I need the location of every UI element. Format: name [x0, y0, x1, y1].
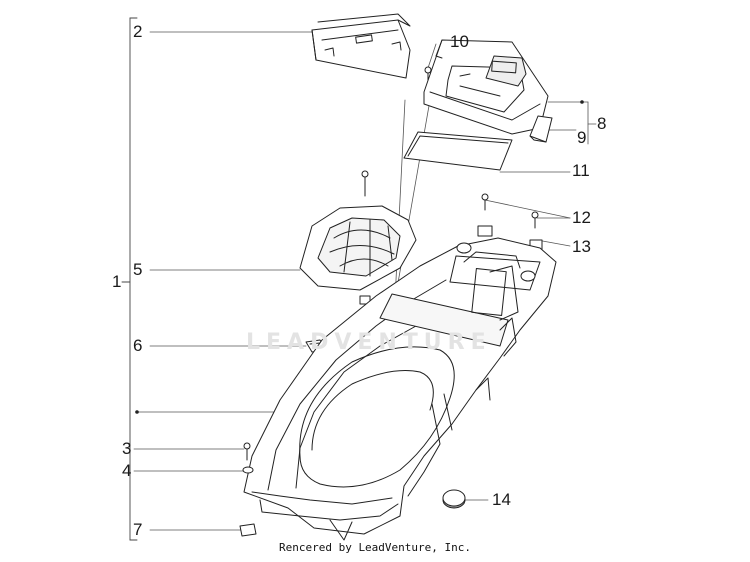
- callout-6[interactable]: 6: [133, 336, 143, 355]
- callout-13[interactable]: 13: [572, 237, 591, 256]
- part-cap-14: [442, 489, 466, 509]
- callout-8[interactable]: 8: [597, 114, 607, 133]
- reference-dots: [135, 100, 584, 414]
- part-underseat-compartment: [243, 237, 557, 541]
- callout-9[interactable]: 9: [577, 128, 587, 147]
- part-handle-cover: [311, 13, 411, 79]
- part-helmet-cover: [299, 170, 417, 305]
- callout-12[interactable]: 12: [572, 208, 591, 227]
- part-washer-4: [242, 466, 254, 474]
- credit-line: Rencered by LeadVenture, Inc.: [278, 541, 472, 554]
- part-screw-10: [424, 66, 432, 89]
- part-battery-cover: [423, 39, 549, 135]
- part-screw-3: [243, 442, 251, 461]
- callout-5[interactable]: 5: [133, 260, 143, 279]
- callout-2[interactable]: 2: [133, 22, 143, 41]
- callout-7[interactable]: 7: [133, 520, 143, 539]
- watermark-text: LEADVENTURE: [246, 330, 492, 355]
- callout-10[interactable]: 10: [450, 32, 469, 51]
- callout-3[interactable]: 3: [122, 439, 132, 458]
- callout-11[interactable]: 11: [572, 161, 590, 180]
- part-screws-12: [481, 193, 539, 229]
- callout-4[interactable]: 4: [122, 461, 132, 480]
- callout-1[interactable]: 1: [112, 272, 122, 291]
- callout-14[interactable]: 14: [492, 490, 511, 509]
- part-plate-11: [403, 131, 513, 171]
- assembly-bracket: [121, 17, 138, 541]
- part-clip-7: [239, 523, 257, 537]
- part-pad-9: [529, 115, 553, 143]
